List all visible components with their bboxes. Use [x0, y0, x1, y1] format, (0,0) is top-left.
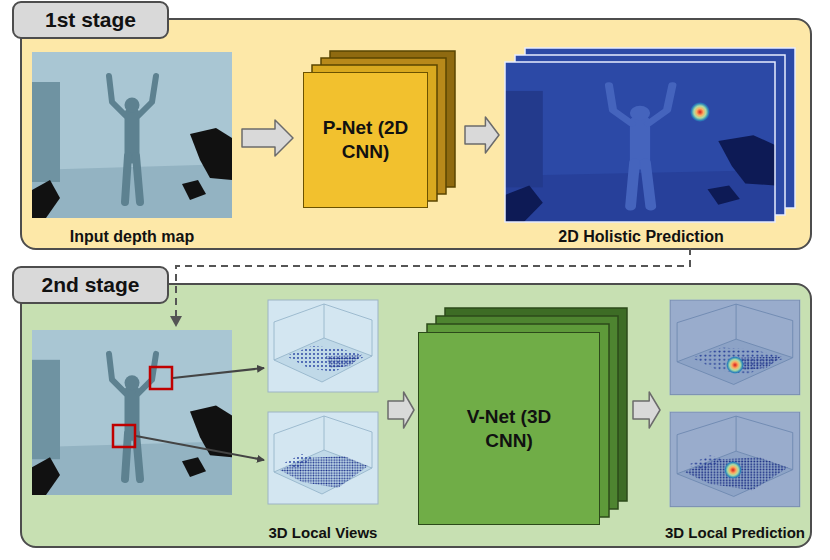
- network-box: P-Net (2D CNN): [303, 72, 428, 208]
- network-label: V-Net (3D CNN): [464, 405, 554, 453]
- network-box: V-Net (3D CNN): [418, 332, 600, 525]
- caption: 3D Local Prediction: [665, 523, 805, 542]
- caption: 2D Holistic Prediction: [558, 227, 723, 246]
- stage-panel: 1st stageInput depth mapP-Net (2D CNN)2D…: [20, 18, 812, 250]
- stage-tab: 1st stage: [12, 1, 169, 39]
- image-node: Input depth map: [32, 52, 232, 246]
- stage-panel: 2nd stage3D Local ViewsV-Net (3D CNN)3D …: [20, 283, 812, 548]
- caption: Input depth map: [70, 227, 194, 246]
- caption: 3D Local Views: [269, 523, 378, 542]
- image-node: 3D Local Views: [262, 298, 384, 542]
- network-label: P-Net (2D CNN): [321, 116, 411, 164]
- image-node: 2D Holistic Prediction: [505, 62, 777, 246]
- stage-tab: 2nd stage: [12, 266, 169, 304]
- image-node: 3D Local Prediction: [662, 298, 808, 542]
